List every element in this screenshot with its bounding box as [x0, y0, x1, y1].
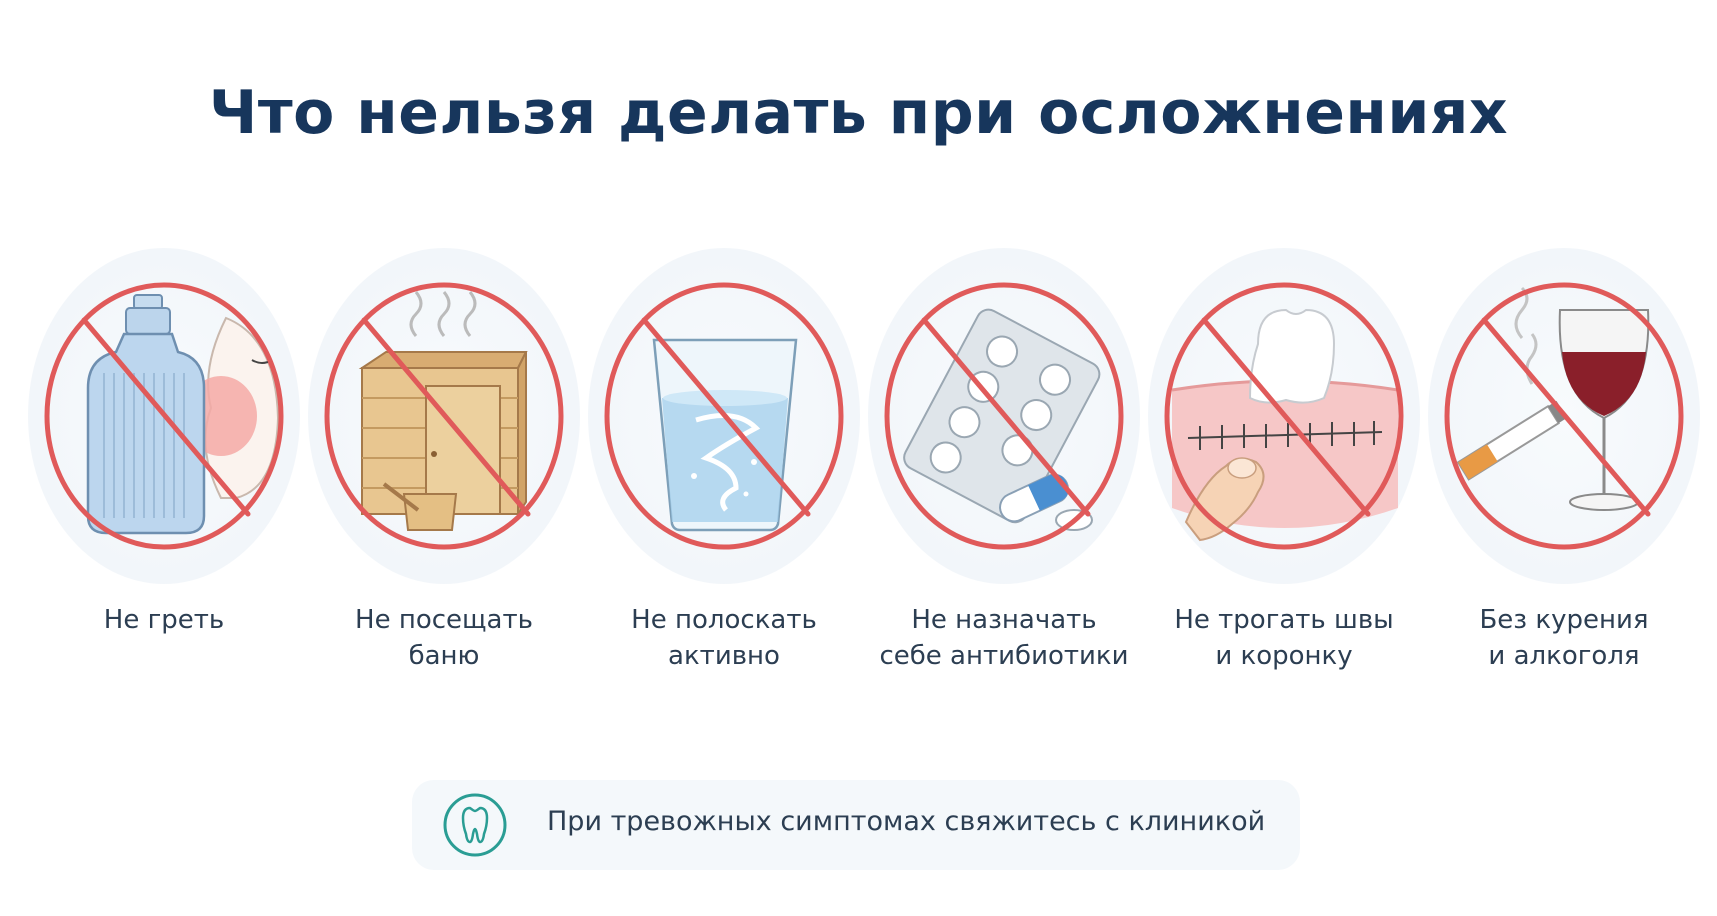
prohibition-card-rinsing — [586, 248, 862, 588]
notice-text: При тревожных симптомах свяжитесь с клин… — [547, 806, 1266, 837]
prohibition-card-stitches — [1146, 248, 1422, 588]
caption-line: Не трогать швы — [1174, 605, 1394, 635]
caption-no-rinsing: Не полоскать активно — [574, 602, 874, 674]
caption-line: Не полоскать — [631, 605, 817, 635]
caption-line: активно — [668, 641, 780, 671]
cigarette-wine-icon — [1444, 282, 1684, 550]
tooth-stitches-icon — [1164, 282, 1404, 550]
prohibition-card-antibiotics — [866, 248, 1142, 588]
water-glass-icon — [604, 282, 844, 550]
caption-line: Без курения — [1479, 605, 1649, 635]
caption-no-antibiotics: Не назначать себе антибиотики — [854, 602, 1154, 674]
caption-no-smoking-alcohol: Без курения и алкоголя — [1414, 602, 1714, 674]
caption-line: Не посещать — [355, 605, 533, 635]
page-title: Что нельзя делать при осложнениях — [208, 78, 1509, 148]
caption-line: Не греть — [103, 605, 225, 635]
prohibition-card-sauna — [306, 248, 582, 588]
caption-no-touching-stitches: Не трогать швы и коронку — [1134, 602, 1434, 674]
caption-line: и коронку — [1215, 641, 1353, 671]
sauna-icon — [324, 282, 564, 550]
pills-icon — [884, 282, 1124, 550]
caption-line: и алкоголя — [1488, 641, 1640, 671]
hot-water-bottle-icon — [44, 282, 284, 550]
caption-line: Не назначать — [911, 605, 1097, 635]
tooth-icon — [443, 793, 507, 857]
caption-no-sauna: Не посещать баню — [294, 602, 594, 674]
caption-line: себе антибиотики — [879, 641, 1129, 671]
caption-no-heating: Не греть — [14, 602, 314, 638]
prohibition-card-heating — [26, 248, 302, 588]
prohibition-card-smoking-alcohol — [1426, 248, 1702, 588]
clinic-contact-notice: При тревожных симптомах свяжитесь с клин… — [412, 780, 1300, 870]
caption-line: баню — [408, 641, 480, 671]
